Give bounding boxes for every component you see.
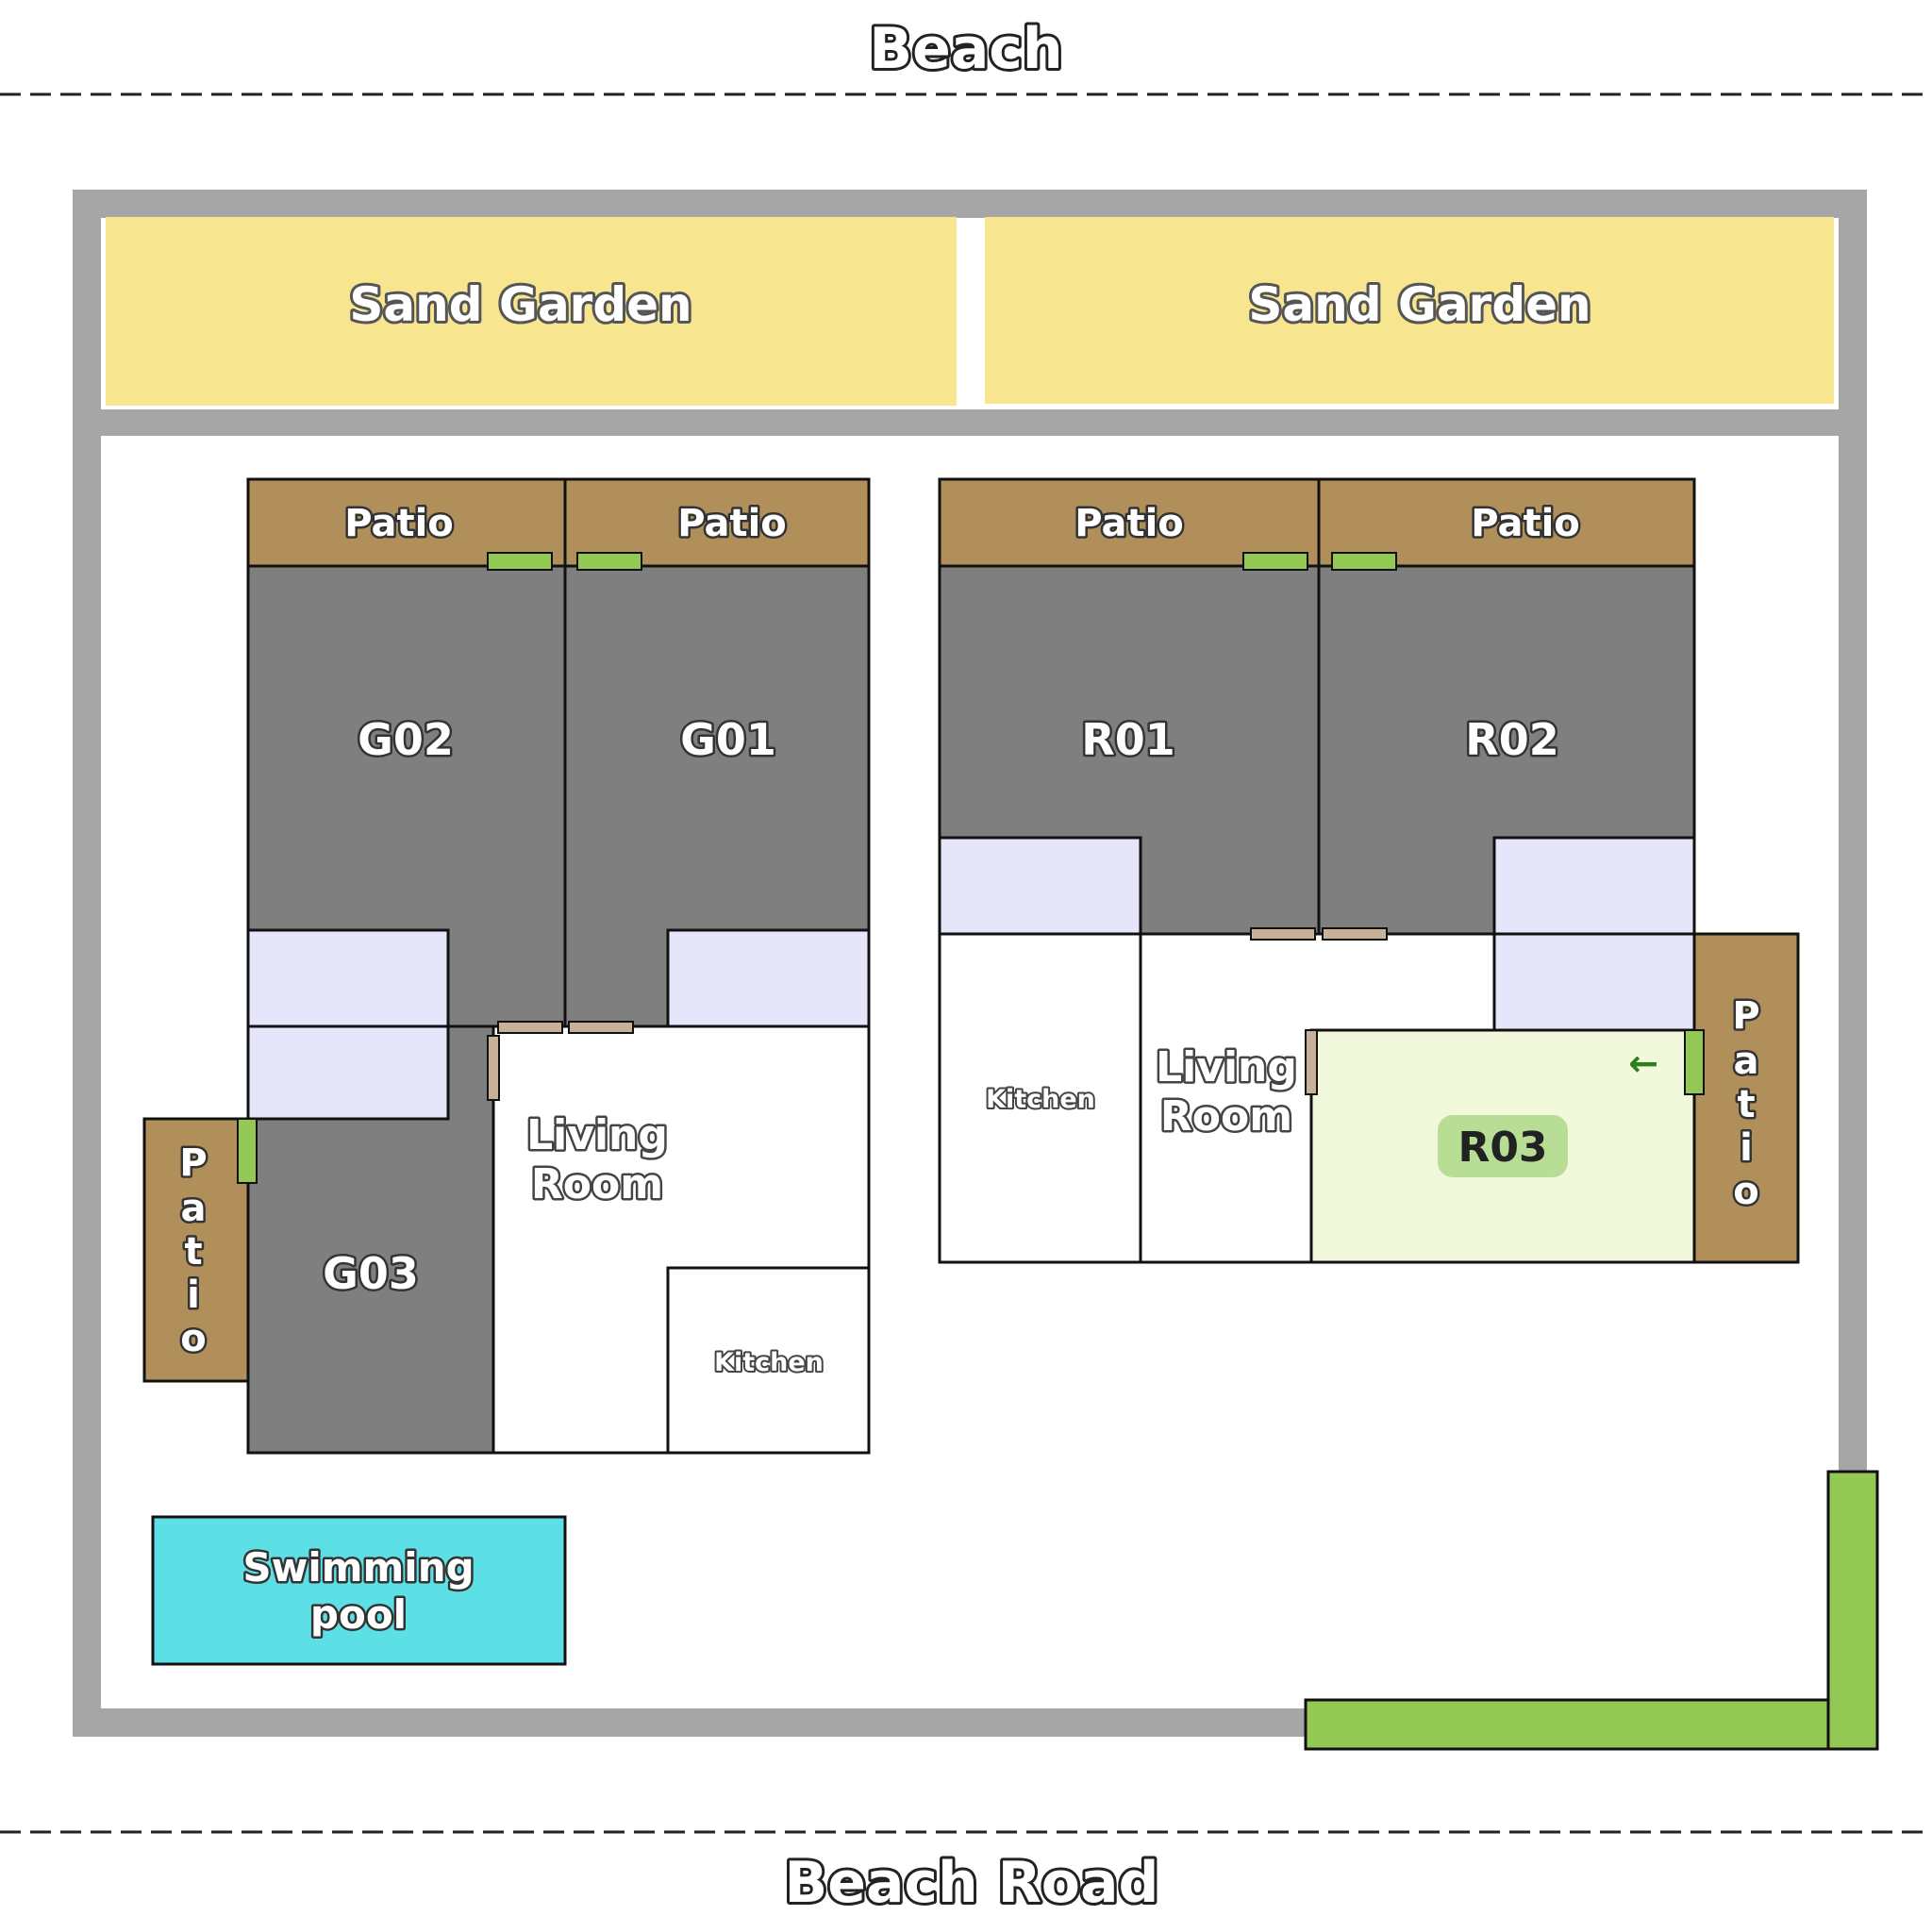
patio-r03-label-i: i (1740, 1126, 1753, 1170)
kitchen-g-label: Kitchen (714, 1348, 824, 1377)
door-g03-patio[interactable] (237, 1118, 258, 1184)
door-g03-living[interactable] (487, 1035, 500, 1101)
door-r01-patio[interactable] (1242, 552, 1308, 571)
bathroom-g01 (666, 928, 871, 1028)
living-room-r-label-line1: Living (1156, 1043, 1297, 1091)
patio-r03-label-t: t (1737, 1083, 1755, 1126)
patio-r02-label: Patio (1471, 502, 1580, 545)
patio-g03-label-a: a (181, 1187, 207, 1230)
swimming-pool-label-line2: pool (310, 1591, 407, 1638)
sand-garden-right (985, 217, 1834, 404)
room-r03-label: R03 (1457, 1124, 1547, 1172)
swimming-pool (151, 1515, 567, 1666)
door-r02-patio[interactable] (1331, 552, 1397, 571)
patio-r03-label-a: a (1734, 1040, 1759, 1083)
room-g02-label: G02 (358, 714, 454, 765)
patio-r03-label-p: P (1732, 994, 1759, 1038)
g-block: Patio Patio G02 G01 G03 Living Room Kitc… (142, 477, 871, 1455)
sand-garden-right-label: Sand Garden (1248, 277, 1591, 332)
door-r03-patio[interactable] (1684, 1029, 1705, 1095)
entrance-gate-horizontal[interactable] (1304, 1698, 1830, 1751)
bathroom-g02 (246, 928, 450, 1028)
door-g01-patio[interactable] (576, 552, 642, 571)
patio-g03 (142, 1117, 250, 1383)
bathroom-r01 (938, 836, 1142, 936)
patio-g02-label: Patio (344, 502, 454, 545)
patio-g01-label: Patio (677, 502, 787, 545)
arrow-left-icon: ← (1628, 1042, 1658, 1084)
kitchen-g (666, 1266, 871, 1455)
door-g01-living[interactable] (568, 1021, 634, 1034)
garden-divider-wall (87, 409, 1853, 436)
door-r01-living[interactable] (1250, 927, 1316, 941)
patio-g03-label-o: o (180, 1317, 206, 1360)
bathroom-g03 (246, 1024, 450, 1121)
patio-g03-label-t: t (184, 1230, 202, 1274)
patio-r01 (938, 477, 1321, 568)
door-r03-living[interactable] (1305, 1029, 1318, 1095)
room-g03-label: G03 (323, 1248, 419, 1299)
beach-label: Beach (869, 16, 1062, 82)
kitchen-r-label: Kitchen (986, 1085, 1095, 1114)
kitchen-r (938, 932, 1142, 1264)
room-r03-badge (1438, 1115, 1568, 1177)
patio-r03-label-o: o (1733, 1170, 1758, 1213)
sand-garden-left-label: Sand Garden (349, 277, 691, 332)
sand-garden-left (106, 217, 957, 406)
patio-r02 (1317, 477, 1696, 568)
patio-g03-label-i: i (187, 1274, 200, 1317)
outer-wall (73, 190, 1867, 1737)
patio-g03-label-p: P (179, 1141, 207, 1185)
living-room-r-label-line2: Room (1160, 1092, 1292, 1141)
entrance-gate-vertical[interactable] (1826, 1470, 1879, 1751)
door-r02-living[interactable] (1322, 927, 1388, 941)
bathroom-r02 (1492, 836, 1696, 936)
patio-r01-label: Patio (1074, 502, 1184, 545)
room-r01-label: R01 (1081, 714, 1174, 765)
room-r02-label: R02 (1465, 714, 1558, 765)
r-block: Patio Patio R01 R02 R03 ← Kitchen Living (938, 477, 1800, 1264)
living-room-g-label-line2: Room (531, 1160, 663, 1208)
bathroom-r03 (1492, 932, 1696, 1032)
patio-g01 (563, 477, 871, 568)
patio-r03 (1692, 932, 1800, 1264)
door-g02-patio[interactable] (487, 552, 553, 571)
beach-road-label: Beach Road (785, 1850, 1159, 1916)
door-g02-living[interactable] (497, 1021, 563, 1034)
living-room-g-label-line1: Living (526, 1111, 668, 1159)
room-g01-label: G01 (680, 714, 776, 765)
swimming-pool-label-line1: Swimming (242, 1544, 474, 1591)
